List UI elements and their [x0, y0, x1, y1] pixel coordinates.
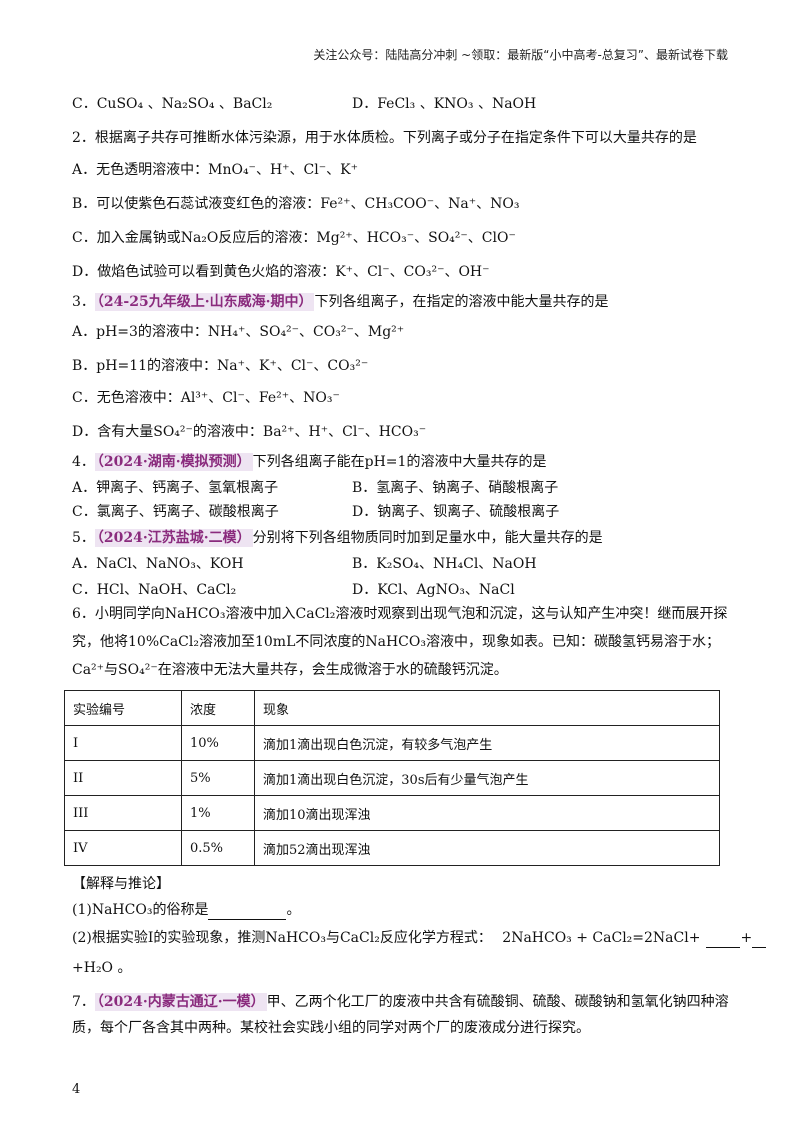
q5-source-tag: （2024·江苏盐城·二模） [94, 529, 253, 547]
q7-line-2: 质，每个厂各含其中两种。某校社会实践小组的同学对两个厂的废液成分进行探究。 [72, 1020, 590, 1036]
table-header-row: 实验编号 浓度 现象 [64, 690, 720, 726]
q1-option-c: C．CuSO₄ 、Na₂SO₄ 、BaCl₂ [72, 96, 273, 112]
q5-number: 5． [72, 530, 95, 546]
q7-source-tag: （2024·内蒙古通辽·一模） [94, 993, 267, 1011]
q4-stem-line: 4．（2024·湖南·模拟预测）下列各组离子能在pH=1的溶液中大量共存的是 [72, 452, 546, 472]
table-header-cell: 浓度 [181, 690, 255, 726]
q5-option-b: B．K₂SO₄、NH₄Cl、NaOH [352, 556, 537, 572]
q6-part-1-text: (1)NaHCO₃的俗称是 [72, 902, 209, 918]
table-cell: 滴加52滴出现浑浊 [254, 830, 720, 866]
table-row: IV 0.5% 滴加52滴出现浑浊 [64, 830, 720, 866]
experiment-table: 实验编号 浓度 现象 I 10% 滴加1滴出现白色沉淀，有较多气泡产生 II 5… [64, 690, 720, 866]
table-cell: II [64, 760, 182, 796]
table-cell: 1% [181, 795, 255, 831]
q6-equation-plus: + [740, 930, 753, 946]
q1-option-d: D．FeCl₃ 、KNO₃ 、NaOH [352, 96, 537, 112]
q3-option-c: C．无色溶液中：Al³⁺、Cl⁻、Fe²⁺、NO₃⁻ [72, 390, 340, 406]
q6-equation-tail: +H₂O 。 [72, 960, 132, 976]
q4-stem: 下列各组离子能在pH=1的溶液中大量共存的是 [252, 454, 547, 470]
answer-blank[interactable] [208, 903, 287, 920]
q6-part-1-end: 。 [286, 902, 301, 918]
q6-line-1: 6．小明同学向NaHCO₃溶液中加入CaCl₂溶液时观察到出现气泡和沉淀，这与认… [72, 606, 728, 622]
table-cell: III [64, 795, 182, 831]
q3-option-b: B．pH=11的溶液中：Na⁺、K⁺、Cl⁻、CO₃²⁻ [72, 358, 369, 374]
q4-source-tag: （2024·湖南·模拟预测） [94, 453, 253, 471]
table-cell: 0.5% [181, 830, 255, 866]
q5-option-a: A．NaCl、NaNO₃、KOH [72, 556, 244, 572]
q6-line-3: Ca²⁺与SO₄²⁻在溶液中无法大量共存，会生成微溶于水的硫酸钙沉淀。 [72, 662, 508, 678]
q5-option-c: C．HCl、NaOH、CaCl₂ [72, 582, 237, 598]
table-cell: 滴加1滴出现白色沉淀，有较多气泡产生 [254, 725, 720, 761]
q5-stem: 分别将下列各组物质同时加到足量水中，能大量共存的是 [252, 530, 603, 546]
q4-option-d: D．钠离子、钡离子、硫酸根离子 [352, 504, 560, 520]
q7-stem: 甲、乙两个化工厂的废液中共含有硫酸铜、硫酸、碳酸钠和氢氧化钠四种溶 [266, 994, 729, 1010]
q3-number: 3． [72, 294, 95, 310]
table-cell: 5% [181, 760, 255, 796]
table-row: I 10% 滴加1滴出现白色沉淀，有较多气泡产生 [64, 725, 720, 761]
table-cell: IV [64, 830, 182, 866]
page-number: 4 [72, 1082, 81, 1097]
q2-option-c: C．加入金属钠或Na₂O反应后的溶液：Mg²⁺、HCO₃⁻、SO₄²⁻、ClO⁻ [72, 230, 516, 246]
q5-stem-line: 5．（2024·江苏盐城·二模）分别将下列各组物质同时加到足量水中，能大量共存的… [72, 528, 603, 548]
q4-option-b: B．氢离子、钠离子、硝酸根离子 [352, 480, 559, 496]
q7-number: 7． [72, 994, 95, 1010]
q2-option-a: A．无色透明溶液中：MnO₄⁻、H⁺、Cl⁻、K⁺ [72, 162, 358, 178]
table-cell: I [64, 725, 182, 761]
q7-stem-line: 7．（2024·内蒙古通辽·一模）甲、乙两个化工厂的废液中共含有硫酸铜、硫酸、碳… [72, 992, 729, 1012]
q6-part-2: (2)根据实验I的实验现象，推测NaHCO₃与CaCl₂反应化学方程式： 2Na… [72, 928, 767, 948]
q6-equation: 2NaHCO₃ + CaCl₂=2NaCl+ [502, 930, 701, 946]
answer-blank[interactable] [706, 931, 741, 948]
table-header-cell: 实验编号 [64, 690, 182, 726]
q2-option-b: B．可以使紫色石蕊试液变红色的溶液：Fe²⁺、CH₃COO⁻、Na⁺、NO₃ [72, 196, 520, 212]
q2-stem: 2．根据离子共存可推断水体污染源，用于水体质检。下列离子或分子在指定条件下可以大… [72, 130, 697, 146]
q2-option-d: D．做焰色试验可以看到黄色火焰的溶液：K⁺、Cl⁻、CO₃²⁻、OH⁻ [72, 264, 490, 280]
q6-part-1: (1)NaHCO₃的俗称是 。 [72, 900, 300, 920]
q6-section-title: 【解释与推论】 [72, 876, 170, 892]
table-header-cell: 现象 [254, 690, 720, 726]
q4-option-c: C．氯离子、钙离子、碳酸根离子 [72, 504, 279, 520]
q3-option-a: A．pH=3的溶液中：NH₄⁺、SO₄²⁻、CO₃²⁻、Mg²⁺ [72, 324, 405, 340]
q6-line-2: 究，他将10%CaCl₂溶液加至10mL不同浓度的NaHCO₃溶液中，现象如表。… [72, 634, 720, 650]
q3-source-tag: （24-25九年级上·山东威海·期中） [94, 293, 315, 311]
table-row: III 1% 滴加10滴出现浑浊 [64, 795, 720, 831]
table-row: II 5% 滴加1滴出现白色沉淀，30s后有少量气泡产生 [64, 760, 720, 796]
q5-option-d: D．KCl、AgNO₃、NaCl [352, 582, 515, 598]
table-cell: 10% [181, 725, 255, 761]
q3-stem-line: 3．（24-25九年级上·山东威海·期中）下列各组离子，在指定的溶液中能大量共存… [72, 292, 608, 312]
q3-stem: 下列各组离子，在指定的溶液中能大量共存的是 [314, 294, 609, 310]
table-cell: 滴加1滴出现白色沉淀，30s后有少量气泡产生 [254, 760, 720, 796]
table-cell: 滴加10滴出现浑浊 [254, 795, 720, 831]
q4-number: 4． [72, 454, 95, 470]
q3-option-d: D．含有大量SO₄²⁻的溶液中：Ba²⁺、H⁺、Cl⁻、HCO₃⁻ [72, 424, 427, 440]
q6-part-2-text: (2)根据实验I的实验现象，推测NaHCO₃与CaCl₂反应化学方程式： [72, 930, 492, 946]
q4-option-a: A．钾离子、钙离子、氢氧根离子 [72, 480, 279, 496]
answer-blank[interactable] [752, 931, 767, 948]
page-header: 关注公众号：陆陆高分冲刺 ~领取：最新版“小中高考-总复习”、最新试卷下载 [313, 48, 728, 62]
